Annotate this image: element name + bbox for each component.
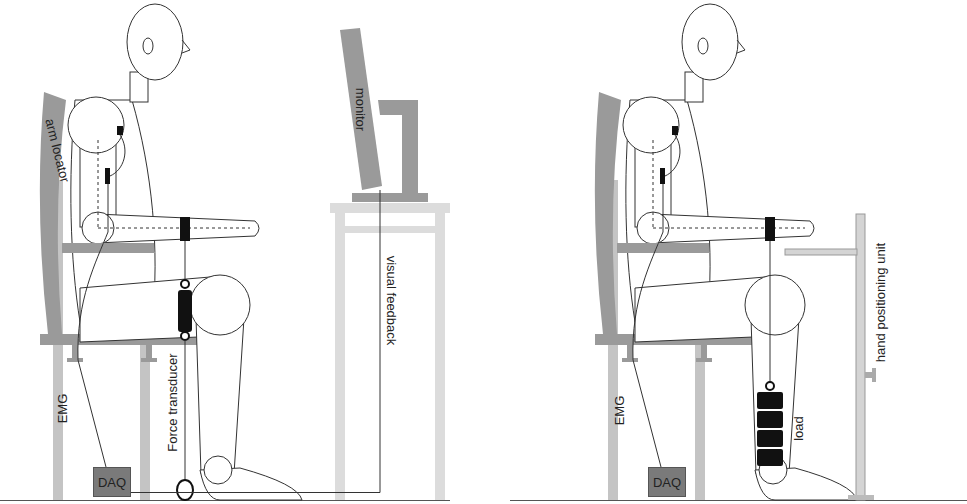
monitor-screen: monitor xyxy=(338,28,384,190)
box-shape xyxy=(649,468,686,497)
daq-box: DAQ xyxy=(93,467,131,497)
feedback-cable xyxy=(131,190,380,493)
part-label: hand positioning unit xyxy=(873,242,888,361)
part-label: EMG xyxy=(612,395,627,425)
part-label: Force transducer xyxy=(165,353,180,451)
part-label: EMG xyxy=(55,393,70,423)
node-text: DAQ xyxy=(653,475,681,490)
node-text: monitor xyxy=(353,87,368,130)
node-text: DAQ xyxy=(98,475,126,490)
daq-box: DAQ xyxy=(648,467,686,497)
edge-label: visual feedback xyxy=(384,255,399,345)
part-label: load xyxy=(790,416,805,441)
box-shape xyxy=(94,468,131,497)
screen-shape xyxy=(340,28,382,190)
